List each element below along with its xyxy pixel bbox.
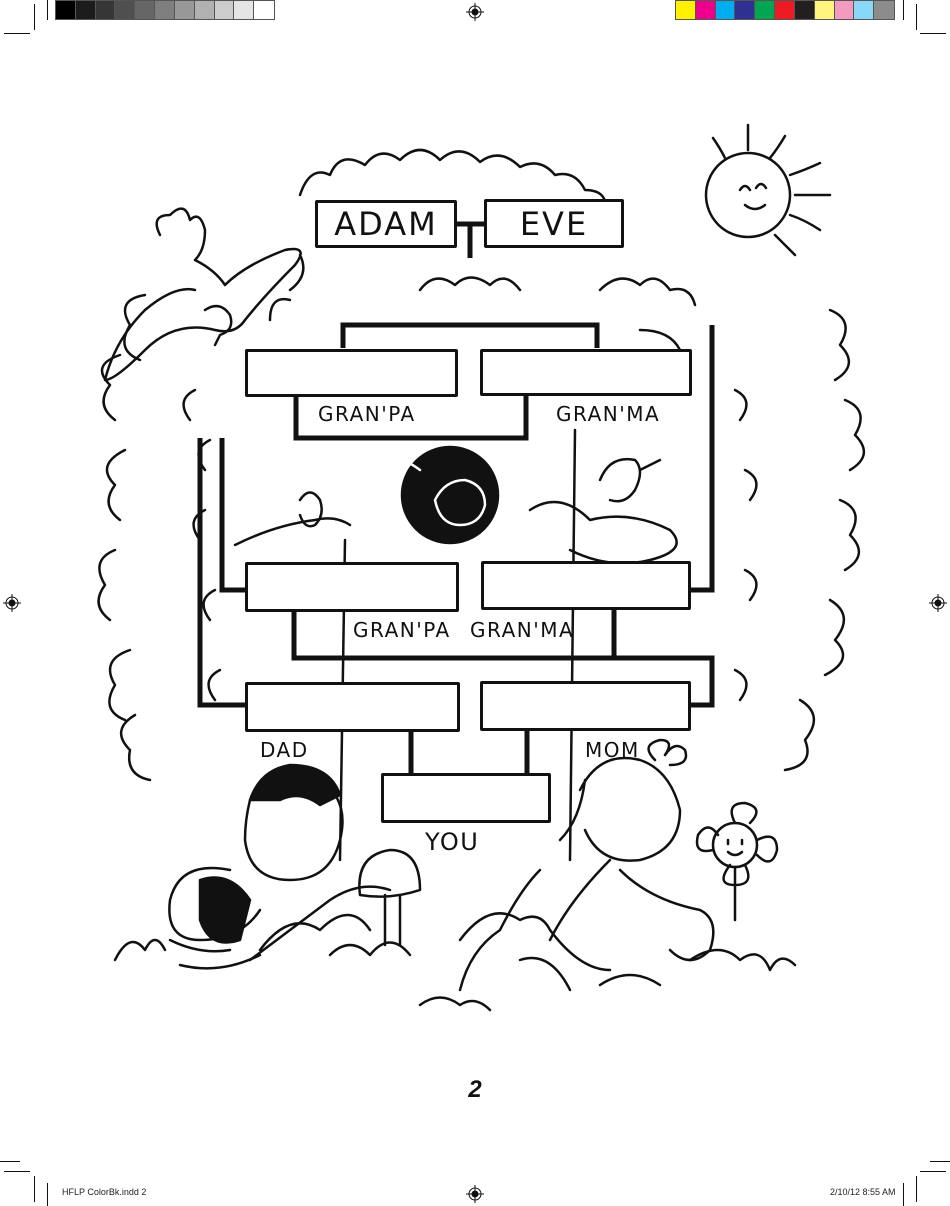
process-color-swatch xyxy=(735,1,756,19)
granpa-2-box[interactable] xyxy=(245,562,459,612)
process-color-swatch xyxy=(814,1,835,19)
grass xyxy=(113,912,797,1012)
adam-name: ADAM xyxy=(334,205,438,243)
crop-mark-top-left-h xyxy=(4,33,30,34)
crop-mark-bottom-right-h xyxy=(930,1161,950,1162)
connector-mid-right xyxy=(614,655,715,708)
process-color-swatch xyxy=(874,1,894,19)
process-color-swatch xyxy=(695,1,716,19)
registration-mark-top-icon xyxy=(466,3,484,21)
tree-canopy xyxy=(97,148,608,782)
flying-bird xyxy=(103,207,302,382)
grayscale-swatch xyxy=(174,1,195,19)
process-color-swatch xyxy=(676,1,696,19)
connector-parents-you xyxy=(408,730,530,775)
bird-in-nest xyxy=(528,457,678,565)
granma-1-label: GRAN'MA xyxy=(556,402,661,426)
process-color-swatch xyxy=(834,1,855,19)
connector-granparents-2 xyxy=(291,610,617,661)
crop-mark-bottom-left-v xyxy=(34,1176,35,1202)
adam-name-box: ADAM xyxy=(315,200,457,248)
crop-mark-bottom-right-v2 xyxy=(903,1183,904,1206)
crop-mark-bottom-left-h xyxy=(0,1161,20,1162)
grayscale-swatch xyxy=(214,1,235,19)
process-color-swatch xyxy=(755,1,776,19)
granma-2-box[interactable] xyxy=(481,561,691,610)
process-color-bar xyxy=(675,0,895,20)
squirrel-hollow xyxy=(400,445,500,545)
small-bird-on-branch xyxy=(233,491,352,547)
grayscale-swatch xyxy=(56,1,76,19)
crop-mark-top-left-v2 xyxy=(47,0,48,20)
mom-box[interactable] xyxy=(480,681,691,731)
you-box[interactable] xyxy=(381,773,551,823)
grayscale-swatch xyxy=(155,1,175,19)
process-color-swatch xyxy=(854,1,875,19)
grayscale-color-bar xyxy=(55,0,275,20)
registration-mark-left-icon xyxy=(3,594,21,612)
granma-1-box[interactable] xyxy=(480,349,692,396)
connector-top-bracket xyxy=(340,224,600,348)
process-color-swatch xyxy=(715,1,736,19)
crop-mark-top-right-v xyxy=(916,4,917,30)
connector-granparents-1 xyxy=(293,396,529,441)
crop-mark-top-right-h xyxy=(920,33,946,34)
sun xyxy=(704,151,792,239)
granma-2-label: GRAN'MA xyxy=(470,618,575,642)
crop-mark-bottom-left-v2 xyxy=(47,1183,48,1206)
registration-mark-right-icon xyxy=(929,594,947,612)
mom-label: MOM xyxy=(585,738,640,762)
dad-box[interactable] xyxy=(245,682,460,732)
granpa-1-label: GRAN'PA xyxy=(318,402,416,426)
squirrel xyxy=(368,457,487,542)
crop-mark-top-right-v2 xyxy=(903,0,904,20)
crop-mark-top-left-v xyxy=(34,4,35,30)
grayscale-swatch xyxy=(194,1,215,19)
page-number: 2 xyxy=(468,1076,482,1103)
mushroom xyxy=(358,848,422,947)
granpa-1-box[interactable] xyxy=(245,349,458,397)
grayscale-swatch xyxy=(254,1,274,19)
registration-mark-bottom-icon xyxy=(466,1185,484,1203)
connector-outer-left xyxy=(197,438,248,708)
process-color-swatch xyxy=(775,1,795,19)
crop-mark-bottom-right-h2 xyxy=(920,1171,946,1172)
granpa-2-label: GRAN'PA xyxy=(353,618,451,642)
crop-mark-bottom-right-v xyxy=(916,1176,917,1202)
flower xyxy=(711,821,759,869)
grayscale-swatch xyxy=(75,1,96,19)
connector-outer-right xyxy=(690,325,715,593)
eve-name: EVE xyxy=(519,204,589,243)
slug-filename: HFLP ColorBk.indd 2 xyxy=(62,1187,147,1197)
grayscale-swatch xyxy=(135,1,156,19)
grayscale-swatch xyxy=(234,1,255,19)
slug-timestamp: 2/10/12 8:55 AM xyxy=(830,1187,896,1197)
grayscale-swatch xyxy=(115,1,136,19)
dad-label: DAD xyxy=(260,738,309,762)
girl xyxy=(548,756,715,962)
eve-name-box: EVE xyxy=(484,199,624,248)
crop-mark-bottom-left-h2 xyxy=(4,1171,30,1172)
tree-roots xyxy=(248,868,572,992)
you-label: YOU xyxy=(425,828,480,856)
grayscale-swatch xyxy=(95,1,116,19)
process-color-swatch xyxy=(794,1,815,19)
